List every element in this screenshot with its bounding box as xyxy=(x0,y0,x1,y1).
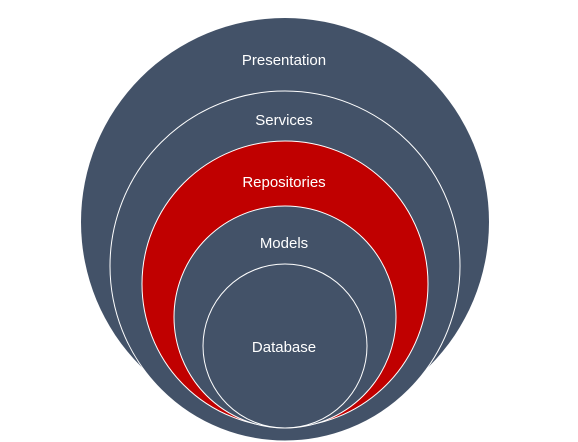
layer-repositories-label: Repositories xyxy=(242,174,325,191)
layer-database-label: Database xyxy=(252,339,316,356)
layer-database-circle xyxy=(202,263,368,429)
layer-models-label: Models xyxy=(260,235,308,252)
layer-services-label: Services xyxy=(255,112,313,129)
layer-presentation-label: Presentation xyxy=(242,52,326,69)
